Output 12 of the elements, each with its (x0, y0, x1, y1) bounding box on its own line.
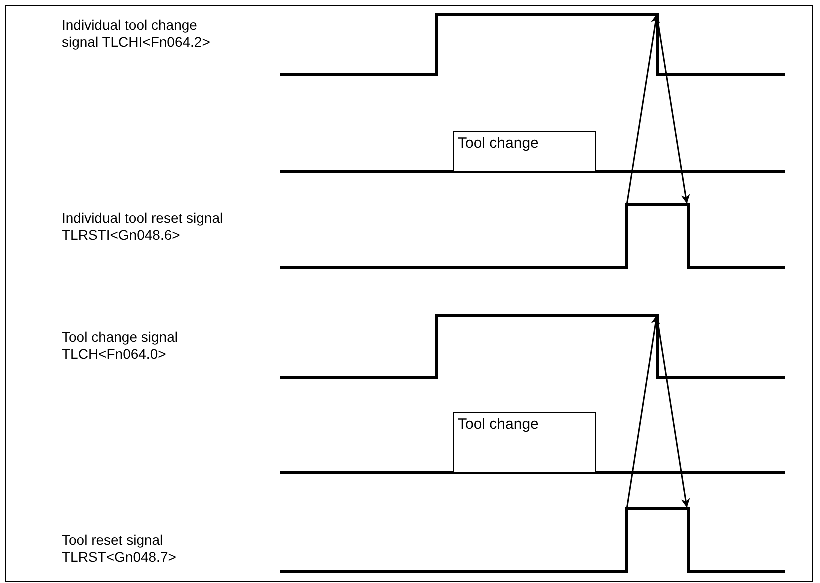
signal-waveform (280, 507, 785, 574)
signal-waveform (280, 203, 785, 270)
process-box: Tool change (453, 131, 596, 171)
signal-waveform (280, 13, 785, 77)
signal-waveform (280, 314, 785, 380)
process-box: Tool change (453, 412, 596, 472)
signal-label: Individual tool reset signal TLRSTI<Gn048.6> (62, 210, 224, 244)
signal-label: Tool reset signal TLRST<Gn048.7> (62, 532, 178, 566)
signal-label: Tool change signal TLCH<Fn064.0> (62, 329, 179, 363)
arrow (626, 14, 660, 206)
signal-label: Individual tool change signal TLCHI<Fn064.2> (62, 17, 212, 51)
arrow (626, 315, 660, 510)
